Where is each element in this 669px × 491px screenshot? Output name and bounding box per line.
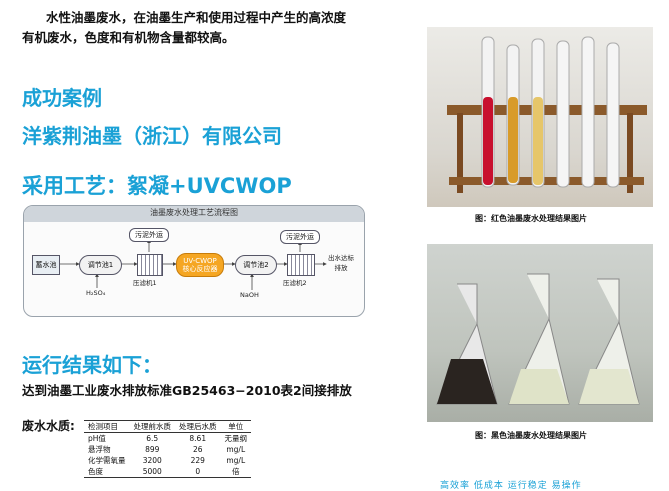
table-cell: 色度 <box>84 466 130 478</box>
sludge-out-2-box: 污泥外运 <box>280 230 320 244</box>
table-cell: pH值 <box>88 434 106 443</box>
table-cell: 倍 <box>220 466 251 478</box>
black-ink-caption: 图：黑色油墨废水处理结果图片 <box>475 431 587 440</box>
flowchart-arrows <box>58 239 327 290</box>
filter-press-1-icon <box>137 254 163 276</box>
outlet-label: 出水达标 排放 <box>328 252 354 272</box>
table-cell: 26 <box>192 445 203 454</box>
filter-press-2-label: 压滤机2 <box>283 279 307 287</box>
red-ink-caption: 图：红色油墨废水处理结果图片 <box>475 214 587 223</box>
uv-cwop-line1: UV-CWOP <box>183 256 217 265</box>
table-header-row: 检测项目 处理前水质 处理后水质 单位 <box>84 420 251 433</box>
table-cell: mg/L <box>226 445 246 454</box>
flowchart-title: 油墨废水处理工艺流程图 <box>150 208 238 217</box>
table-header: 检测项目 <box>84 420 130 433</box>
sludge-out-1-box: 污泥外运 <box>129 228 169 242</box>
table-header: 单位 <box>220 420 251 433</box>
intro-line-1: 水性油墨废水，在油墨生产和使用过程中产生的高浓度 <box>46 10 347 25</box>
results-heading: 运行结果如下： <box>22 353 162 377</box>
uv-cwop-line2: 核心反应器 <box>182 265 218 273</box>
adjust-tank-2-box: 调节池2 <box>235 255 277 275</box>
table-cell: 无量纲 <box>224 434 248 443</box>
intro-line-2: 有机废水，色度和有机物含量都较高。 <box>22 30 235 45</box>
table-cell: 0 <box>175 466 221 478</box>
table-cell: 8.61 <box>189 434 207 443</box>
red-ink-result-photo <box>427 27 653 207</box>
reagent-naoh-label: NaOH <box>240 291 259 299</box>
storage-tank-box: 蓄水池 <box>32 255 60 275</box>
test-tube-rack-image <box>447 36 647 193</box>
table-cell: 5000 <box>129 466 175 478</box>
water-quality-label: 废水水质: <box>22 419 75 433</box>
table-cell: mg/L <box>226 456 246 465</box>
table-header: 处理后水质 <box>175 420 221 433</box>
table-row: pH值 6.5 8.61 无量纲 <box>84 433 251 445</box>
filter-press-1-label: 压滤机1 <box>133 279 157 287</box>
table-row: 色度 5000 0 倍 <box>84 466 251 478</box>
table-row: 化学需氧量 3200 229 mg/L <box>84 455 251 466</box>
footer-slogan: 高效率 低成本 运行稳定 易操作 <box>440 481 582 491</box>
table-header: 处理前水质 <box>129 420 175 433</box>
process-heading: 采用工艺：絮凝+UVCWOP <box>22 174 292 198</box>
outlet-line2: 排放 <box>334 264 348 272</box>
outlet-line1: 出水达标 <box>328 254 354 262</box>
flask-image <box>436 273 640 405</box>
filter-press-2-icon <box>287 254 315 276</box>
uv-cwop-reactor-box: UV-CWOP 核心反应器 <box>176 253 224 277</box>
discharge-standard: 达到油墨工业废水排放标准GB25463−2010表2间接排放 <box>22 383 352 398</box>
section-heading-case: 成功案例 <box>22 86 102 110</box>
reagent-h2so4-label: H₂SO₄ <box>86 289 106 297</box>
black-ink-result-photo <box>427 244 653 422</box>
process-flowchart: 油墨废水处理工艺流程图 蓄水池 调节池1 压滤机1 UV-CWOP 核心反应器 … <box>23 205 365 317</box>
adjust-tank-1-box: 调节池1 <box>79 255 122 275</box>
intro-paragraph: 水性油墨废水，在油墨生产和使用过程中产生的高浓度 有机废水，色度和有机物含量都较… <box>22 8 402 48</box>
flowchart-title-band <box>24 206 364 222</box>
table-cell: 悬浮物 <box>88 445 111 454</box>
company-name: 洋紫荆油墨（浙江）有限公司 <box>22 124 282 148</box>
table-cell: 化学需氧量 <box>88 456 126 465</box>
table-cell: 3200 <box>142 456 162 465</box>
table-cell: 899 <box>145 445 160 454</box>
table-row: 悬浮物 899 26 mg/L <box>84 444 251 455</box>
water-quality-table: 检测项目 处理前水质 处理后水质 单位 pH值 6.5 8.61 无量纲 悬浮物… <box>84 420 251 478</box>
table-cell: 6.5 <box>146 434 159 443</box>
table-cell: 229 <box>190 456 205 465</box>
